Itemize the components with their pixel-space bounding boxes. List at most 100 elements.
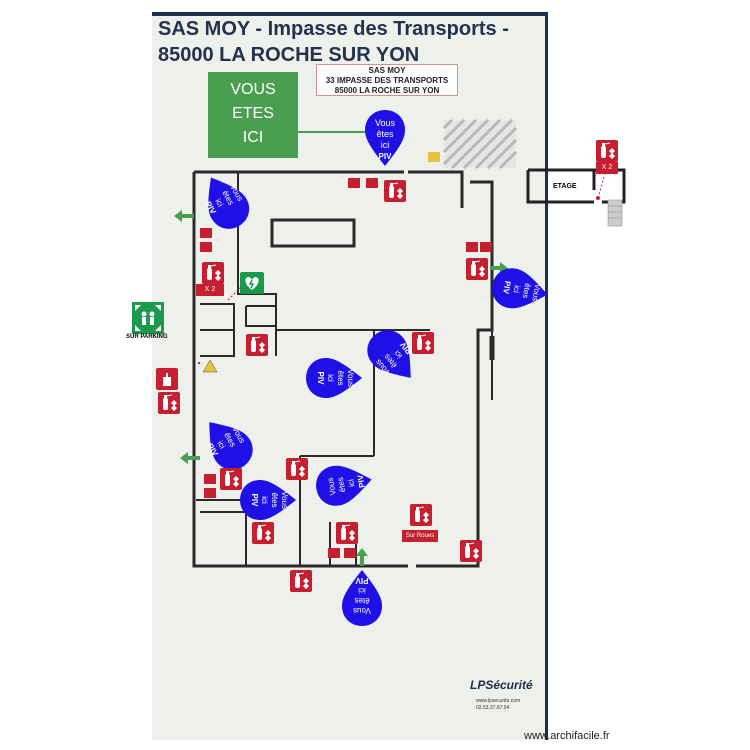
marker-top-line-3: ici [381,140,390,150]
quantity-tag: X 2 [596,162,618,174]
marker-center-line-4: PIV [316,372,325,386]
you-are-here-box: VOUS ETES ICI [208,72,298,158]
plan-header: SAS MOY - Impasse des Transports - 85000… [152,16,548,86]
extinguisher-icon [202,262,224,284]
extinguisher-icon [290,570,312,592]
marker-left-upper-line-3: ici [213,197,225,208]
marker-lower-center-line-1: Vous [326,477,338,496]
extinguisher-icon [460,540,482,562]
header-subtitle: 85000 LA ROCHE SUR YON [158,44,420,66]
marker-center-right-line-3: ici [392,349,404,361]
marker-top-line-1: Vous [375,118,396,128]
hazard-triangle-icon [202,359,218,373]
address-line-2: 33 IMPASSE DES TRANSPORTS [325,76,449,85]
alarm-sign-icon [204,474,216,484]
marker-bottom-line-1: Vous [353,606,371,615]
address-line-3: 85000 LA ROCHE SUR YON [334,86,440,95]
exit-arrow-icon-2 [180,452,200,464]
you-are-here-line-3: ICI [242,129,264,146]
extinguisher-icon [466,258,488,280]
marker-center-text: Vous êtes ici PIV [316,369,355,387]
defibrillator-icon [240,272,264,294]
marker-top-line-2: êtes [376,129,394,139]
address-line-1: SAS MOY [368,66,406,75]
marker-lower-center-line-3: ici [346,478,356,487]
address-box: SAS MOY 33 IMPASSE DES TRANSPORTS 85000 … [316,64,458,96]
marker-right-line-1: Vous [530,283,542,302]
marker-right-line-2: êtes [521,283,532,299]
marker-right-line-4: PIV [501,280,512,295]
hatched-area [442,118,518,170]
company-phone: 02.53.37.67.94 [476,705,510,711]
marker-right-line-3: ici [511,285,521,294]
you-are-here-line-2: ETES [232,105,274,122]
extinguisher-icon [286,458,308,480]
exit-arrow-icon-1 [174,210,194,222]
marker-lower-center [316,465,372,506]
exit-arrow-icon-4 [356,548,368,566]
marker-left-upper [208,177,250,229]
red-dot [198,362,200,364]
alarm-sign-icon [200,242,212,252]
marker-lower-left-line-3: ici [260,496,269,504]
you-are-here-line-1: VOUS [230,81,276,98]
marker-lower-center-line-2: êtes [336,477,347,493]
alarm-sign-icon [480,242,492,252]
alarm-sign-icon [200,228,212,238]
assembly-point-label: SUR PARKING [126,334,168,340]
company-contact: www.lpsecurite.com 02.53.37.67.94 [476,698,520,712]
assembly-point-icon [132,302,164,334]
company-logo: LPSécurité [470,678,533,692]
you-are-here-markers [208,110,548,626]
extinguisher-on-wheels-icon [410,504,432,526]
marker-bottom-line-4: PIV [355,576,369,585]
marker-lower-left-line-1: Vous [280,491,289,509]
marker-right-text: Vous êtes ici PIV [501,280,542,302]
marker-lower-left-line-4: PIV [250,494,259,508]
company-website: www.lpsecurite.com [476,698,521,704]
alarm-sign-icon [366,178,378,188]
marker-bottom-line-2: êtes [354,596,369,605]
extinguisher-icon [220,468,242,490]
marker-center [306,358,362,398]
fire-alarm-button-icon [156,368,178,390]
marker-bottom-text: Vous êtes ici PIV [353,576,371,615]
extinguisher-icon [412,332,434,354]
extinguisher-icon [158,392,180,414]
marker-top [365,110,405,166]
warning-sign-icon [428,152,440,162]
marker-center-line-2: êtes [336,370,345,385]
marker-lower-left-text: Vous êtes ici PIV [250,491,289,509]
marker-left-lower-text: Vous êtes ici PIV [205,425,246,458]
marker-lower-center-text: Vous êtes ici PIV [326,474,367,497]
marker-left-lower-line-3: ici [215,439,227,450]
marker-lower-left [240,480,296,520]
marker-left-lower [209,422,253,470]
extinguisher-icon [246,334,268,356]
marker-bottom-line-3: ici [358,586,366,595]
marker-top-line-4: PIV [379,152,393,161]
marker-center-line-1: Vous [346,369,355,387]
alarm-sign-icon [344,548,356,558]
marker-top-text: Vous êtes ici PIV [375,118,396,161]
extinguisher-icon [596,140,618,162]
marker-lower-left-line-2: êtes [270,492,279,507]
etage-annex [526,168,626,227]
alarm-sign-icon [204,488,216,498]
floor-label: ETAGE [553,183,577,190]
marker-center-line-3: ici [326,374,335,382]
extinguisher-icon [252,522,274,544]
alarm-sign-icon [466,242,478,252]
header-title: SAS MOY - Impasse des Transports - [158,18,509,40]
alarm-sign-icon [348,178,360,188]
extinguisher-icon [384,180,406,202]
alarm-sign-icon [328,548,340,558]
marker-lower-center-line-4: PIV [356,474,367,489]
quantity-tag: X 2 [196,284,224,296]
marker-bottom [342,570,382,626]
marker-right [492,268,548,309]
marker-center-right [367,330,411,378]
on-wheels-tag: Sur Roues [402,530,438,542]
watermark-link[interactable]: www.archifacile.fr [524,730,610,742]
